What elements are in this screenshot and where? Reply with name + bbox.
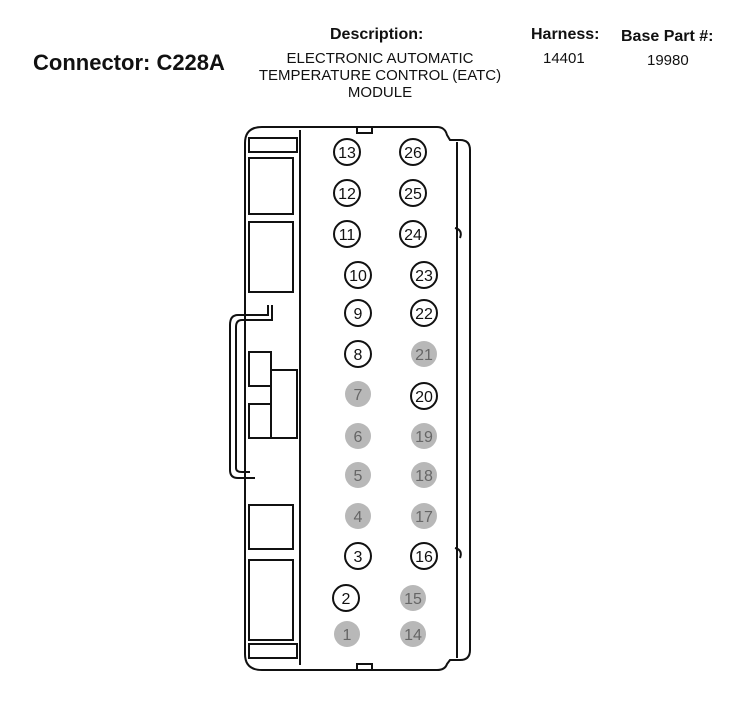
pin-14: 14	[400, 621, 426, 647]
pin-10: 10	[344, 261, 372, 289]
pin-circle	[333, 138, 361, 166]
pin-grid: 1312111098765432126252423222120191817161…	[332, 138, 438, 647]
harness-label: Harness:	[531, 26, 600, 43]
pin-11: 11	[333, 220, 361, 248]
pin-number: 14	[404, 627, 422, 644]
pin-24: 24	[399, 220, 427, 248]
pin-number: 19	[415, 429, 433, 446]
base-part-label: Base Part #:	[621, 28, 714, 45]
description-value: ELECTRONIC AUTOMATIC TEMPERATURE CONTROL…	[258, 50, 502, 101]
pin-23: 23	[410, 261, 438, 289]
pin-circle	[410, 299, 438, 327]
pin-circle	[344, 542, 372, 570]
pin-number: 7	[354, 387, 363, 404]
connector-title: Connector: C228A	[33, 50, 225, 75]
pin-number: 5	[354, 468, 363, 485]
pin-15: 15	[400, 585, 426, 611]
pin-18: 18	[411, 462, 437, 488]
pin-number: 22	[415, 306, 433, 323]
pin-4: 4	[345, 503, 371, 529]
pin-1: 1	[334, 621, 360, 647]
description-label: Description:	[330, 26, 424, 43]
pin-number: 26	[404, 145, 422, 162]
connector-housing	[229, 126, 471, 671]
pin-circle	[411, 503, 437, 529]
pin-circle	[345, 462, 371, 488]
pin-number: 16	[415, 549, 433, 566]
base-part-value: 19980	[647, 52, 689, 69]
pin-number: 24	[404, 227, 422, 244]
pin-9: 9	[344, 299, 372, 327]
pin-13: 13	[333, 138, 361, 166]
pin-5: 5	[345, 462, 371, 488]
pin-26: 26	[399, 138, 427, 166]
pin-circle	[399, 220, 427, 248]
pin-19: 19	[411, 423, 437, 449]
harness-value: 14401	[543, 50, 585, 67]
pin-6: 6	[345, 423, 371, 449]
pin-number: 25	[404, 186, 422, 203]
pin-circle	[399, 138, 427, 166]
pin-number: 18	[415, 468, 433, 485]
pin-circle	[344, 299, 372, 327]
pin-number: 20	[415, 389, 433, 406]
pin-20: 20	[410, 382, 438, 410]
pin-17: 17	[411, 503, 437, 529]
pin-circle	[400, 621, 426, 647]
pin-circle	[333, 179, 361, 207]
pin-number: 4	[354, 509, 363, 526]
pin-circle	[410, 382, 438, 410]
pin-circle	[411, 423, 437, 449]
pin-number: 17	[415, 509, 433, 526]
pin-25: 25	[399, 179, 427, 207]
pin-7: 7	[345, 381, 371, 407]
pin-circle	[345, 423, 371, 449]
pin-3: 3	[344, 542, 372, 570]
pin-circle	[332, 584, 360, 612]
pin-8: 8	[344, 340, 372, 368]
pin-circle	[334, 621, 360, 647]
pin-12: 12	[333, 179, 361, 207]
pin-circle	[333, 220, 361, 248]
pin-number: 13	[338, 145, 356, 162]
pin-number: 21	[415, 347, 433, 364]
pin-number: 23	[415, 268, 433, 285]
pin-circle	[410, 542, 438, 570]
pin-number: 2	[342, 591, 351, 608]
pin-2: 2	[332, 584, 360, 612]
pin-number: 15	[404, 591, 422, 608]
pin-number: 9	[354, 306, 363, 323]
pin-21: 21	[411, 341, 437, 367]
pin-circle	[344, 340, 372, 368]
pin-circle	[400, 585, 426, 611]
pin-circle	[345, 503, 371, 529]
pin-number: 10	[349, 268, 367, 285]
pin-16: 16	[410, 542, 438, 570]
pin-number: 11	[339, 227, 356, 244]
pin-circle	[411, 341, 437, 367]
pin-circle	[411, 462, 437, 488]
pin-number: 12	[338, 186, 356, 203]
pin-circle	[410, 261, 438, 289]
pin-circle	[344, 261, 372, 289]
pin-number: 8	[354, 347, 363, 364]
pin-22: 22	[410, 299, 438, 327]
pin-circle	[399, 179, 427, 207]
pin-number: 6	[354, 429, 363, 446]
pin-number: 1	[343, 627, 352, 644]
pin-number: 3	[354, 549, 363, 566]
pin-circle	[345, 381, 371, 407]
